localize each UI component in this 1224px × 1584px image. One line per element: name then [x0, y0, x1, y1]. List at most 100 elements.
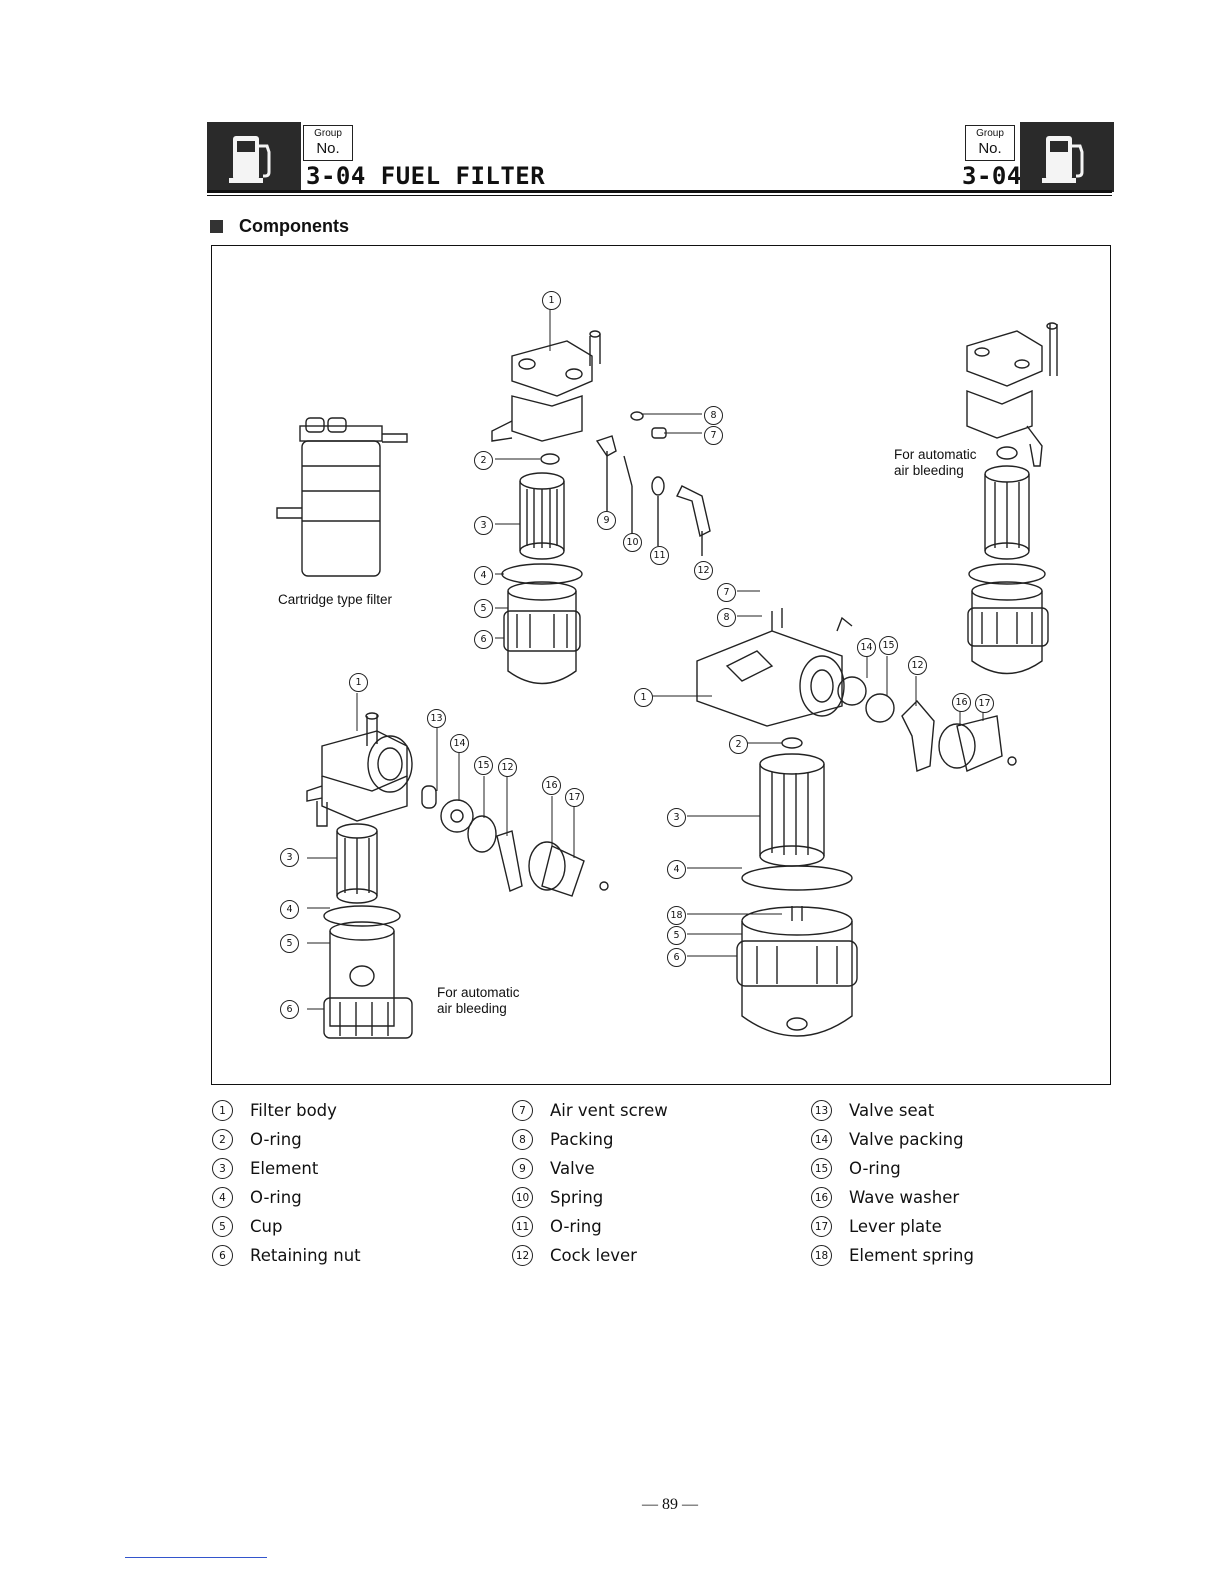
caption-auto-bleed-bottom: For automatic air bleeding [437, 985, 520, 1017]
legend-label: Retaining nut [250, 1246, 361, 1265]
section-heading-text: Components [239, 216, 349, 236]
legend-item: 4 O-ring [212, 1183, 512, 1212]
callout-17: 17 [975, 694, 994, 713]
components-diagram: Cartridge type filter For automatic air … [211, 245, 1111, 1085]
callout-15: 15 [474, 756, 493, 775]
legend-label: Element [250, 1159, 319, 1178]
callout-7: 7 [717, 583, 736, 602]
callout-13: 13 [427, 709, 446, 728]
group-label: Group [314, 128, 342, 139]
fuel-pump-icon-left [207, 122, 301, 192]
legend-label: O-ring [250, 1188, 302, 1207]
callout-10: 10 [623, 533, 642, 552]
legend-item: 6 Retaining nut [212, 1241, 512, 1270]
header-rule [207, 190, 1112, 193]
legend-number: 2 [212, 1129, 233, 1150]
callout-6: 6 [280, 1000, 299, 1019]
callout-15: 15 [879, 636, 898, 655]
callout-16: 16 [952, 693, 971, 712]
legend-item: 3 Element [212, 1154, 512, 1183]
legend-label: Element spring [849, 1246, 974, 1265]
legend-number: 3 [212, 1158, 233, 1179]
section-heading: Components [210, 216, 349, 237]
callout-11: 11 [650, 546, 669, 565]
callout-12: 12 [498, 758, 517, 777]
legend-number: 16 [811, 1187, 832, 1208]
callout-14: 14 [450, 734, 469, 753]
legend-label: Valve seat [849, 1101, 935, 1120]
callout-4: 4 [667, 860, 686, 879]
legend-label: Lever plate [849, 1217, 942, 1236]
callout-6: 6 [474, 630, 493, 649]
exploded-view-illustration [276, 309, 1058, 1039]
legend-item: 12 Cock lever [512, 1241, 812, 1270]
callout-2: 2 [729, 735, 748, 754]
callout-7: 7 [704, 426, 723, 445]
bottom-right-filter-drawing [696, 608, 1017, 1037]
top-right-filter-drawing [966, 322, 1058, 675]
legend-label: Valve [550, 1159, 595, 1178]
callout-17: 17 [565, 788, 584, 807]
callout-8: 8 [717, 608, 736, 627]
legend-number: 12 [512, 1245, 533, 1266]
legend-label: Cock lever [550, 1246, 637, 1265]
legend-label: O-ring [550, 1217, 602, 1236]
legend-number: 17 [811, 1216, 832, 1237]
callout-5: 5 [280, 934, 299, 953]
legend-number: 6 [212, 1245, 233, 1266]
caption-auto-bleed-bottom-line1: For automatic [437, 985, 520, 1000]
header-rule-thin [207, 195, 1112, 196]
legend-number: 5 [212, 1216, 233, 1237]
legend-item: 17 Lever plate [811, 1212, 1111, 1241]
callout-12: 12 [908, 656, 927, 675]
legend-label: Packing [550, 1130, 614, 1149]
page-title: 3-04 FUEL FILTER [306, 162, 546, 190]
callout-4: 4 [474, 566, 493, 585]
legend-number: 11 [512, 1216, 533, 1237]
callout-5: 5 [474, 599, 493, 618]
callout-3: 3 [280, 848, 299, 867]
callout-6: 6 [667, 948, 686, 967]
legend-number: 14 [811, 1129, 832, 1150]
legend-item: 11 O-ring [512, 1212, 812, 1241]
legend-number: 8 [512, 1129, 533, 1150]
legend-number: 1 [212, 1100, 233, 1121]
callout-2: 2 [474, 451, 493, 470]
callout-3: 3 [667, 808, 686, 827]
legend-item: 13 Valve seat [811, 1096, 1111, 1125]
caption-cartridge-type: Cartridge type filter [278, 592, 393, 607]
legend-item: 9 Valve [512, 1154, 812, 1183]
footer-line [125, 1557, 267, 1558]
callout-18: 18 [667, 906, 686, 925]
top-filter-body-drawing [491, 330, 711, 685]
callout-4: 4 [280, 900, 299, 919]
group-no-label: No. [316, 140, 340, 157]
legend-label: Cup [250, 1217, 283, 1236]
callout-1: 1 [542, 291, 561, 310]
legend-item: 8 Packing [512, 1125, 812, 1154]
callout-5: 5 [667, 926, 686, 945]
group-number-box-right: Group No. [965, 125, 1015, 161]
legend-number: 18 [811, 1245, 832, 1266]
legend-number: 7 [512, 1100, 533, 1121]
legend-number: 9 [512, 1158, 533, 1179]
legend-number: 4 [212, 1187, 233, 1208]
legend-number: 15 [811, 1158, 832, 1179]
group-label-right: Group [976, 128, 1004, 139]
callout-9: 9 [597, 511, 616, 530]
group-no-label-right: No. [978, 140, 1002, 157]
caption-auto-bleed-top-line2: air bleeding [894, 463, 964, 478]
legend-number: 13 [811, 1100, 832, 1121]
callout-3: 3 [474, 516, 493, 535]
legend-label: Spring [550, 1188, 604, 1207]
leader-lines [307, 309, 984, 1010]
